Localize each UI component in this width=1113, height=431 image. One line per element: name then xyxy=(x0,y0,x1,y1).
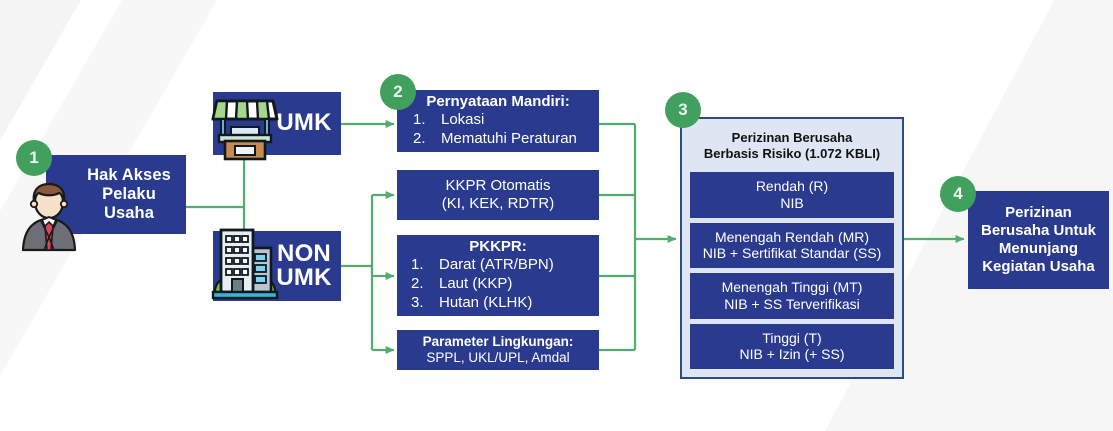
parameter-subtitle: SPPL, UKL/UPL, Amdal xyxy=(426,350,570,365)
parameter-title: Parameter Lingkungan: xyxy=(422,334,574,350)
final-line-4: Kegiatan Usaha xyxy=(982,258,1095,275)
risk-level-menengah-rendah-requirement: NIB + Sertifikat Standar (SS) xyxy=(702,245,882,262)
hak-akses-line-1: Hak Akses xyxy=(87,166,171,185)
non-umk-line-1: NON xyxy=(277,239,331,267)
businessperson-icon xyxy=(21,182,77,252)
hak-akses-line-2: Pelaku xyxy=(102,185,156,204)
hak-akses-line-3: Usaha xyxy=(103,203,155,222)
kkpr-line-1: KKPR Otomatis xyxy=(445,176,551,194)
risk-level-rendah-name: Rendah (R) xyxy=(755,178,829,195)
risk-level-menengah-tinggi-name: Menengah Tinggi (MT) xyxy=(721,279,863,296)
list-item: 2. Laut (KKP) xyxy=(403,275,593,294)
risk-level-tinggi-name: Tinggi (T) xyxy=(762,329,822,346)
node-umk-label: UMK xyxy=(276,109,332,137)
non-umk-line-2: UMK xyxy=(276,264,332,291)
pkkpr-title: PKKPR: xyxy=(469,238,527,256)
final-line-1: Perizinan xyxy=(1005,204,1072,221)
risk-heading-line-2: Berbasis Risiko (1.072 KBLI) xyxy=(703,145,881,161)
final-line-2: Berusaha Untuk xyxy=(980,222,1097,239)
list-item: 2. Mematuhi Peraturan xyxy=(405,130,591,149)
node-kkpr-otomatis[interactable]: KKPR Otomatis (KI, KEK, RDTR) xyxy=(397,170,599,220)
risk-level-menengah-tinggi[interactable]: Menengah Tinggi (MT) NIB + SS Terverifik… xyxy=(690,273,894,319)
pkkpr-item-3-text: Hutan (KLHK) xyxy=(439,293,533,311)
pkkpr-item-2-text: Laut (KKP) xyxy=(439,274,513,292)
pkkpr-item-1-number: 1. xyxy=(411,255,424,273)
risk-panel-heading: Perizinan Berusaha Berbasis Risiko (1.07… xyxy=(690,125,894,167)
pernyataan-item-1-number: 1. xyxy=(413,110,426,128)
node-pernyataan-mandiri[interactable]: Pernyataan Mandiri: 1. Lokasi 2. Mematuh… xyxy=(397,90,599,152)
risk-level-tinggi-requirement: NIB + Izin (+ SS) xyxy=(739,346,845,363)
risk-level-menengah-tinggi-requirement: NIB + SS Terverifikasi xyxy=(724,295,860,312)
list-item: 3. Hutan (KLHK) xyxy=(403,294,593,313)
node-final-text: Perizinan Berusaha Untuk Menunjang Kegia… xyxy=(968,204,1109,276)
node-parameter-lingkungan[interactable]: Parameter Lingkungan: SPPL, UKL/UPL, Amd… xyxy=(397,330,599,370)
pernyataan-list: 1. Lokasi 2. Mematuhi Peraturan xyxy=(405,111,591,149)
kkpr-line-2: (KI, KEK, RDTR) xyxy=(441,195,555,212)
node-pkkpr[interactable]: PKKPR: 1. Darat (ATR/BPN) 2. Laut (KKP) … xyxy=(397,235,599,316)
risk-level-tinggi[interactable]: Tinggi (T) NIB + Izin (+ SS) xyxy=(690,323,894,369)
pkkpr-item-2-number: 2. xyxy=(411,274,424,292)
pkkpr-list: 1. Darat (ATR/BPN) 2. Laut (KKP) 3. Huta… xyxy=(403,256,593,313)
pernyataan-item-2-text: Mematuhi Peraturan xyxy=(441,129,577,147)
pernyataan-item-1-text: Lokasi xyxy=(441,110,485,128)
step-badge-1: 1 xyxy=(16,140,52,176)
risk-level-rendah-requirement: NIB xyxy=(780,194,804,211)
pernyataan-title: Pernyataan Mandiri: xyxy=(426,93,570,111)
node-perizinan-berusaha-untuk-menunjang-kegiatan-usaha[interactable]: Perizinan Berusaha Untuk Menunjang Kegia… xyxy=(968,191,1109,289)
market-stall-icon xyxy=(211,99,279,161)
step-badge-4: 4 xyxy=(940,176,976,212)
office-building-icon xyxy=(211,228,279,300)
risk-level-rendah[interactable]: Rendah (R) NIB xyxy=(690,172,894,218)
risk-heading-line-1: Perizinan Berusaha xyxy=(731,130,853,145)
node-hak-akses-text: Hak Akses Pelaku Usaha xyxy=(46,166,186,222)
step-badge-2: 2 xyxy=(380,74,416,110)
list-item: 1. Lokasi xyxy=(405,111,591,130)
step-badge-3: 3 xyxy=(665,92,701,128)
risk-level-menengah-rendah[interactable]: Menengah Rendah (MR) NIB + Sertifikat St… xyxy=(690,222,894,269)
panel-perizinan-berusaha-berbasis-risiko[interactable]: Perizinan Berusaha Berbasis Risiko (1.07… xyxy=(680,117,904,379)
pkkpr-item-3-number: 3. xyxy=(411,293,424,311)
node-non-umk-label: NON UMK xyxy=(213,239,341,291)
pkkpr-item-1-text: Darat (ATR/BPN) xyxy=(439,255,554,273)
list-item: 1. Darat (ATR/BPN) xyxy=(403,256,593,275)
risk-level-menengah-rendah-name: Menengah Rendah (MR) xyxy=(714,228,870,245)
final-line-3: Menunjang xyxy=(998,240,1079,257)
pernyataan-item-2-number: 2. xyxy=(413,129,426,147)
node-hak-akses-pelaku-usaha[interactable]: Hak Akses Pelaku Usaha xyxy=(46,155,186,234)
